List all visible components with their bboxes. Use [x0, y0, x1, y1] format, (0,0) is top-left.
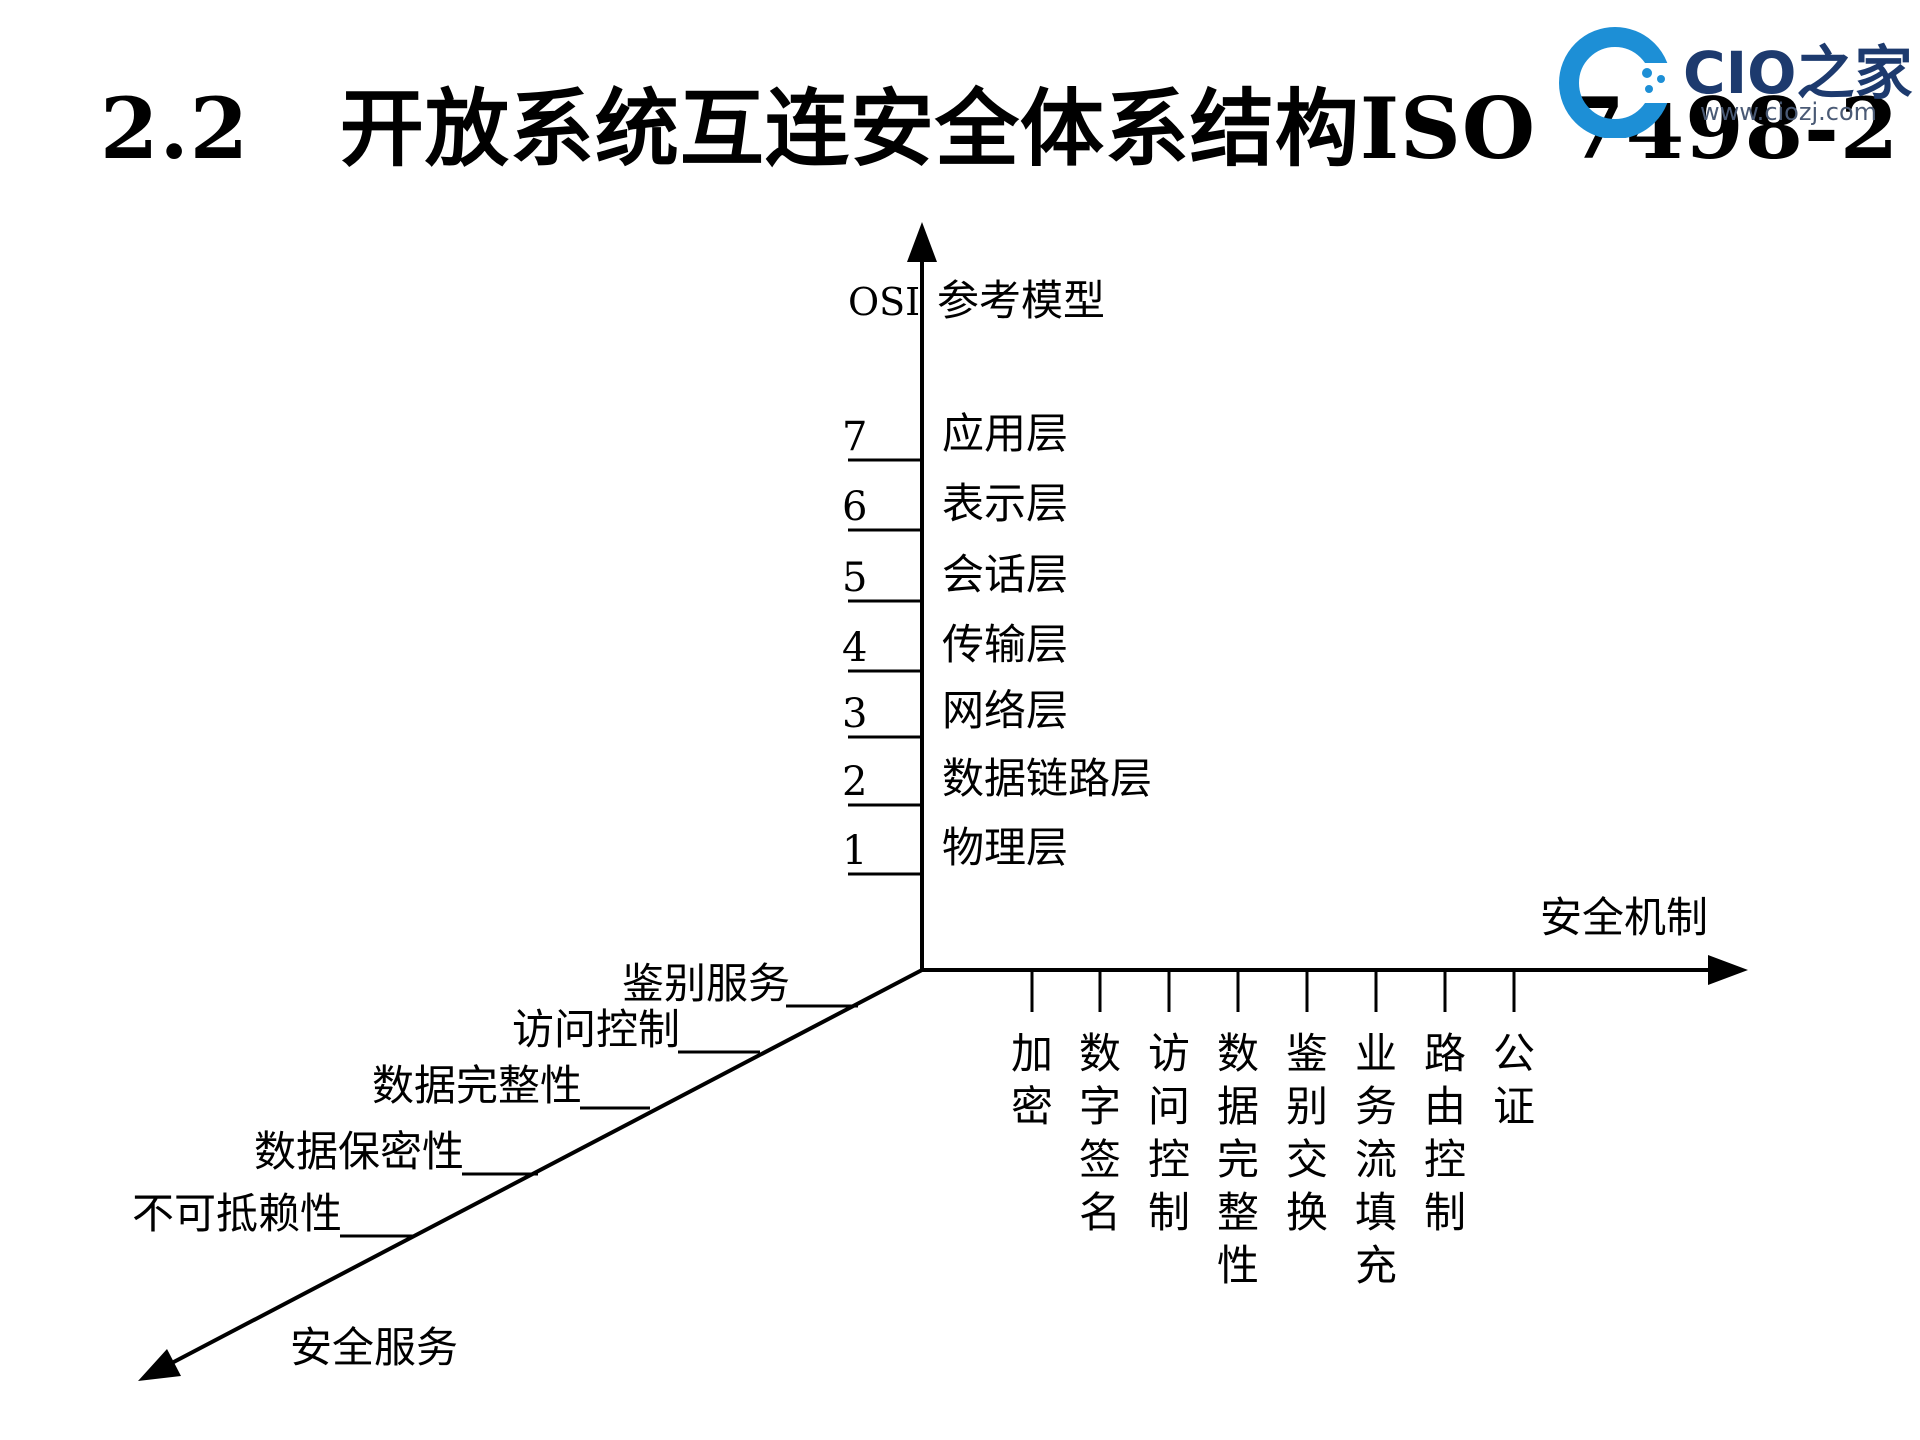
mechanism-label: 访问控制	[1148, 1029, 1190, 1237]
osi-axis-label: OSI	[848, 280, 920, 324]
layer-name: 数据链路层	[942, 754, 1152, 803]
layer-name: 表示层	[942, 479, 1068, 528]
mechanism-label: 数字签名	[1079, 1029, 1121, 1237]
layer-name: 网络层	[942, 686, 1068, 735]
mechanism-label: 公证	[1493, 1029, 1535, 1131]
osi-axis-arrow-icon	[907, 222, 937, 262]
logo-name: CIO之家	[1683, 39, 1913, 107]
mechanism-label: 业务流填充	[1355, 1029, 1397, 1290]
layer-number: 7	[842, 414, 867, 460]
layer-name: 应用层	[942, 409, 1068, 458]
layer-number: 1	[842, 828, 867, 874]
layer-name: 传输层	[942, 620, 1068, 669]
osi-layers: 7 应用层 6 表示层 5 会话层 4 传输层 3 网络层 2 数据链路层 1 物理层	[842, 409, 1152, 876]
layer-number: 6	[842, 484, 867, 530]
service-label: 数据完整性	[372, 1061, 582, 1110]
service-axis-arrow-icon	[138, 1349, 181, 1381]
mechanism-label: 数据完整性	[1217, 1029, 1259, 1290]
mechanism-label: 鉴别交换	[1286, 1029, 1328, 1237]
service-axis	[167, 968, 923, 1367]
mechanism-label: 加密	[1011, 1029, 1053, 1131]
logo: CIO之家 www.ciozj.com	[1555, 18, 1920, 138]
mechanism-axis-arrow-icon	[1708, 955, 1748, 985]
service-label: 鉴别服务	[622, 959, 790, 1008]
layer-number: 4	[842, 625, 867, 671]
osi-axis-title: 参考模型	[937, 276, 1105, 325]
layer-number: 5	[842, 555, 867, 601]
layer-name: 物理层	[942, 823, 1068, 872]
mechanism-label: 路由控制	[1424, 1029, 1466, 1237]
mechanism-axis-title: 安全机制	[1540, 893, 1708, 942]
logo-url: www.ciozj.com	[1700, 98, 1878, 126]
logo-mark-icon	[1559, 27, 1680, 138]
layer-number: 2	[842, 759, 867, 805]
layer-name: 会话层	[942, 550, 1068, 599]
layer-number: 3	[842, 691, 867, 737]
service-axis-title: 安全服务	[290, 1323, 458, 1372]
slide-title: 2.2 开放系统互连安全体系结构ISO 7498-2	[100, 79, 1900, 178]
service-label: 数据保密性	[254, 1127, 464, 1176]
service-label: 不可抵赖性	[132, 1189, 342, 1238]
service-label: 访问控制	[512, 1005, 680, 1054]
